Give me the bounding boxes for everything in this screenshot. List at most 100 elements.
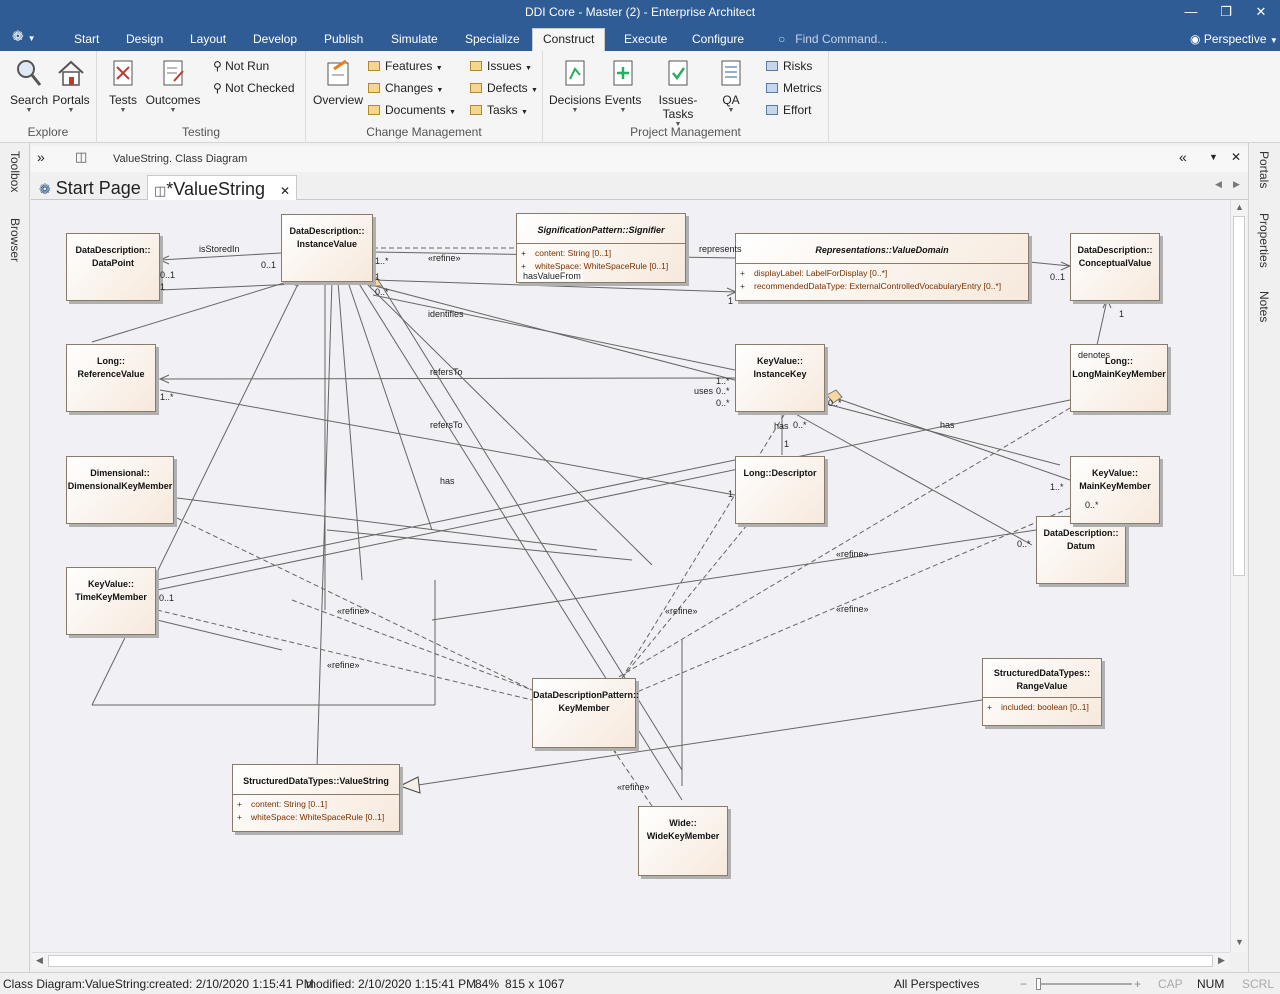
not-checked-button[interactable]: ⚲ Not Checked xyxy=(213,81,295,101)
class-keymember[interactable]: DataDescriptionPattern:: KeyMember xyxy=(532,678,639,748)
class-diagram-icon: ◫ xyxy=(154,183,167,198)
decisions-button[interactable]: Decisions▼ xyxy=(547,55,603,119)
ribbon-group-change-management: Overview Features ▼ Changes ▼ Documents … xyxy=(306,51,543,143)
horizontal-scroll-thumb[interactable] xyxy=(48,955,1213,967)
risks-button[interactable]: Risks xyxy=(766,59,812,79)
restore-button[interactable]: ❐ xyxy=(1220,4,1232,19)
changes-button[interactable]: Changes ▼ xyxy=(368,81,443,101)
scroll-right-icon[interactable]: ▶ xyxy=(1218,955,1225,965)
collapse-chevrons-icon[interactable]: « xyxy=(1179,149,1187,165)
scroll-down-icon[interactable]: ▼ xyxy=(1235,937,1244,947)
tab-construct[interactable]: Construct xyxy=(532,28,606,51)
tab-publish[interactable]: Publish xyxy=(324,32,364,46)
chevron-down-icon[interactable]: ▼ xyxy=(1209,152,1218,162)
tab-scroll-left-icon[interactable]: ◀ xyxy=(1215,179,1222,189)
class-datapoint[interactable]: DataDescription:: DataPoint xyxy=(66,233,160,301)
ribbon-group-explore: Search▼ Portals▼ Explore xyxy=(0,51,97,143)
tab-valuestring[interactable]: ◫*ValueString ✕ xyxy=(147,175,298,200)
features-button[interactable]: Features ▼ xyxy=(368,59,443,79)
tests-label: Tests xyxy=(108,93,137,107)
qa-button[interactable]: QA▼ xyxy=(705,55,757,119)
grid-icon xyxy=(766,83,778,93)
minimize-button[interactable]: — xyxy=(1184,4,1198,19)
vertical-scroll-thumb[interactable] xyxy=(1233,216,1245,576)
zoom-slider[interactable] xyxy=(1036,978,1132,990)
class-name: DataDescription:: ConceptualValue xyxy=(1077,245,1153,268)
class-instancekey[interactable]: KeyValue:: InstanceKey xyxy=(735,344,825,412)
zoom-out-icon[interactable]: − xyxy=(1020,977,1028,991)
events-button[interactable]: Events▼ xyxy=(597,55,649,119)
horizontal-scrollbar[interactable]: ◀ ▶ xyxy=(32,952,1230,969)
ribbon: Search▼ Portals▼ Explore Tests▼ Outcomes… xyxy=(0,51,1280,143)
tab-design[interactable]: Design xyxy=(126,32,164,46)
chevron-down-icon: ▼ xyxy=(169,107,177,114)
class-descriptor[interactable]: Long::Descriptor xyxy=(735,456,825,524)
expand-chevrons-icon[interactable]: » xyxy=(37,149,45,165)
close-tab-icon[interactable]: ✕ xyxy=(280,184,291,198)
label-refersto: refersTo xyxy=(430,420,463,430)
tab-specialize[interactable]: Specialize xyxy=(465,32,520,46)
diagram-canvas[interactable]: DataDescription:: DataPoint DataDescript… xyxy=(32,200,1230,952)
folder-icon xyxy=(368,105,380,115)
scroll-up-icon[interactable]: ▲ xyxy=(1235,202,1244,212)
class-conceptualvalue[interactable]: DataDescription:: ConceptualValue xyxy=(1070,233,1160,301)
tab-develop[interactable]: Develop xyxy=(253,32,298,46)
portals-button[interactable]: Portals▼ xyxy=(45,55,97,119)
zoom-in-icon[interactable]: + xyxy=(1134,977,1142,991)
multiplicity-label: 0..* xyxy=(716,398,730,408)
status-perspectives[interactable]: All Perspectives xyxy=(894,977,980,991)
class-referencevalue[interactable]: Long:: ReferenceValue xyxy=(66,344,156,412)
tests-button[interactable]: Tests▼ xyxy=(97,55,149,119)
vertical-scrollbar[interactable]: ▲ ▼ xyxy=(1230,200,1247,952)
class-valuestring[interactable]: StructuredDataTypes::ValueString +conten… xyxy=(232,764,400,832)
class-rangevalue[interactable]: StructuredDataTypes:: RangeValue +includ… xyxy=(982,658,1102,726)
app-menu-button[interactable]: ❁ ▼ xyxy=(12,28,46,48)
class-datum[interactable]: DataDescription:: Datum xyxy=(1036,516,1126,584)
tasks-button[interactable]: Tasks ▼ xyxy=(470,103,528,123)
outcomes-button[interactable]: Outcomes▼ xyxy=(145,55,201,119)
close-icon[interactable]: ✕ xyxy=(1231,150,1242,164)
class-longmainkeymember[interactable]: Long:: LongMainKeyMember xyxy=(1070,344,1168,412)
issues-button[interactable]: Issues ▼ xyxy=(470,59,532,79)
find-command-box[interactable]: ○ Find Command... xyxy=(778,32,887,46)
class-instancevalue[interactable]: DataDescription:: InstanceValue xyxy=(281,214,373,282)
scroll-left-icon[interactable]: ◀ xyxy=(36,955,43,965)
class-dimensionalkeymember[interactable]: Dimensional:: DimensionalKeyMember xyxy=(66,456,174,524)
side-tab-portals[interactable]: Portals xyxy=(1257,151,1271,189)
tab-start[interactable]: Start xyxy=(74,32,100,46)
class-timekeymember[interactable]: KeyValue:: TimeKeyMember xyxy=(66,567,156,635)
tab-scroll-right-icon[interactable]: ▶ xyxy=(1233,179,1240,189)
side-tab-toolbox[interactable]: Toolbox xyxy=(8,151,22,193)
overview-button[interactable]: Overview xyxy=(312,55,364,119)
multiplicity-label: 1..* xyxy=(1050,482,1064,492)
tab-start-page[interactable]: ❁ Start Page xyxy=(33,175,147,200)
documents-button[interactable]: Documents ▼ xyxy=(368,103,456,123)
class-mainkeymember[interactable]: KeyValue:: MainKeyMember xyxy=(1070,456,1160,524)
chevron-down-icon: ▼ xyxy=(521,109,528,116)
multiplicity-label: 0..* xyxy=(793,420,807,430)
class-signifier[interactable]: SignificationPattern::Signifier +content… xyxy=(516,213,686,283)
close-window-button[interactable]: ✕ xyxy=(1255,4,1267,19)
not-run-button[interactable]: ⚲ Not Run xyxy=(213,59,269,79)
visibility: + xyxy=(740,268,745,278)
defects-button[interactable]: Defects ▼ xyxy=(470,81,538,101)
side-tab-browser[interactable]: Browser xyxy=(8,218,22,263)
visibility: + xyxy=(237,812,242,822)
effort-button[interactable]: Effort xyxy=(766,103,811,123)
tab-configure[interactable]: Configure xyxy=(692,32,745,46)
class-valuedomain[interactable]: Representations::ValueDomain +displayLab… xyxy=(735,233,1029,301)
decisions-icon xyxy=(565,60,585,86)
perspective-button[interactable]: ◉ Perspective ▼ xyxy=(1190,32,1278,46)
zoom-slider-thumb[interactable] xyxy=(1036,978,1041,990)
tab-simulate[interactable]: Simulate xyxy=(391,32,438,46)
metrics-button[interactable]: Metrics xyxy=(766,81,822,101)
issues-tasks-button[interactable]: Issues-Tasks▼ xyxy=(645,55,711,128)
label-has: has xyxy=(440,476,455,486)
tab-layout[interactable]: Layout xyxy=(190,32,227,46)
tab-execute[interactable]: Execute xyxy=(624,32,668,46)
search-button[interactable]: Search▼ xyxy=(3,55,55,119)
class-widekeymember[interactable]: Wide:: WideKeyMember xyxy=(638,806,728,876)
side-tab-properties[interactable]: Properties xyxy=(1257,213,1271,268)
label-has: has xyxy=(940,420,955,430)
side-tab-notes[interactable]: Notes xyxy=(1257,291,1271,323)
